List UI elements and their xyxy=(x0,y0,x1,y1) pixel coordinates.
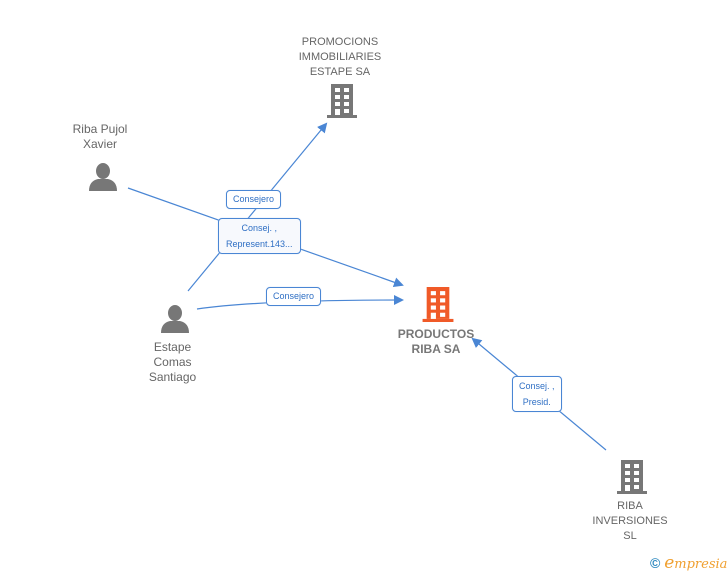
relation-label[interactable]: Consejero xyxy=(266,287,322,306)
building-icon[interactable] xyxy=(617,460,647,494)
person-icon[interactable] xyxy=(160,305,190,333)
copyright-icon: © xyxy=(650,555,661,571)
node-label-riba-pujol[interactable]: Riba Pujol Xavier xyxy=(72,122,128,151)
node-label-productos[interactable]: PRODUCTOS RIBA SA xyxy=(397,327,475,356)
relation-label[interactable]: Consej. , Represent.143... xyxy=(218,218,301,254)
relation-label[interactable]: Consejero xyxy=(226,190,282,209)
empresia-footer: © empresia xyxy=(650,553,727,573)
node-label-riba-inversiones[interactable]: RIBA INVERSIONES SL xyxy=(592,500,668,542)
node-label-promocions[interactable]: PROMOCIONS IMMOBILIARIES ESTAPE SA xyxy=(298,36,382,78)
relation-label[interactable]: Consej. , Presid. xyxy=(512,376,562,412)
building-icon[interactable] xyxy=(327,84,357,118)
building-icon-main[interactable] xyxy=(422,287,454,322)
person-icon[interactable] xyxy=(88,163,118,191)
brand-logo: empresia xyxy=(664,553,728,573)
node-label-estape-comas[interactable]: Estape Comas Santiago xyxy=(148,340,197,384)
